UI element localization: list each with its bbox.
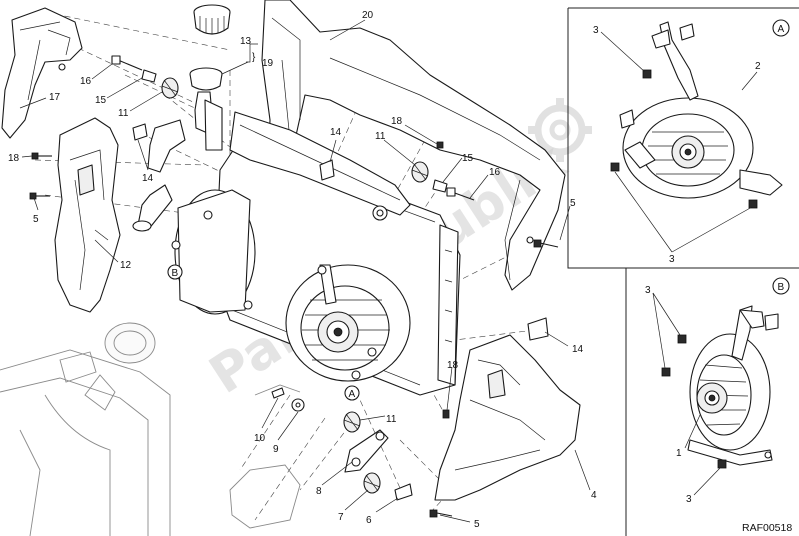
left-duct-cover <box>1 7 83 139</box>
inset-a-marker: A <box>778 24 785 35</box>
small-hardware <box>29 55 559 518</box>
filler-cap <box>189 4 231 91</box>
label-10: 10 <box>254 433 266 444</box>
label-9: 9 <box>273 444 279 455</box>
view-marker-b: B <box>172 268 179 279</box>
watermark-gear-icon <box>528 98 592 162</box>
inset-a-label-3-bottom: 3 <box>669 254 675 265</box>
inset-b-marker: B <box>778 282 785 293</box>
label-16-centre: 16 <box>489 167 501 178</box>
inset-a-label-2: 2 <box>755 61 761 72</box>
label-6: 6 <box>366 515 372 526</box>
label-5: 5 <box>33 214 39 225</box>
label-20: 20 <box>362 10 374 21</box>
inset-b-label-3-bottom: 3 <box>686 494 692 505</box>
label-18-lower: 18 <box>447 360 459 371</box>
ghost-frame <box>0 322 301 536</box>
inset-b-label-1: 1 <box>676 448 682 459</box>
label-18: 18 <box>8 153 20 164</box>
label-14-centre: 14 <box>330 127 342 138</box>
label-12: 12 <box>120 260 132 271</box>
inset-a <box>567 7 799 269</box>
fan-b <box>171 189 256 315</box>
label-16: 16 <box>80 76 92 87</box>
label-13: 13 <box>240 36 252 47</box>
label-8: 8 <box>316 486 322 497</box>
label-14-right: 14 <box>572 344 584 355</box>
leader-lines <box>19 19 591 523</box>
label-11-centre: 11 <box>375 131 386 142</box>
label-7: 7 <box>338 512 344 523</box>
label-19: 19 <box>262 58 274 69</box>
label-15-centre: 15 <box>462 153 474 164</box>
label-14: 14 <box>142 173 154 184</box>
inset-a-label-3: 3 <box>593 25 599 36</box>
label-11-lower: 11 <box>386 414 397 425</box>
brace-13-19: } <box>252 52 256 63</box>
label-15: 15 <box>95 95 107 106</box>
fan-a <box>285 264 411 382</box>
inset-b <box>625 268 790 536</box>
right-shroud <box>434 334 581 501</box>
label-17: 17 <box>49 92 61 103</box>
view-markers <box>167 264 360 401</box>
label-5-right: 5 <box>570 198 576 209</box>
label-11: 11 <box>118 108 129 119</box>
left-side-panel <box>54 117 121 313</box>
bracket-assembly <box>271 387 413 501</box>
drawing-code: RAF00518 <box>742 522 792 534</box>
inset-b-label-3: 3 <box>645 285 651 296</box>
label-18-centre: 18 <box>391 116 403 127</box>
view-marker-a: A <box>349 389 356 400</box>
label-5-bottom: 5 <box>474 519 480 530</box>
label-4: 4 <box>591 490 597 501</box>
